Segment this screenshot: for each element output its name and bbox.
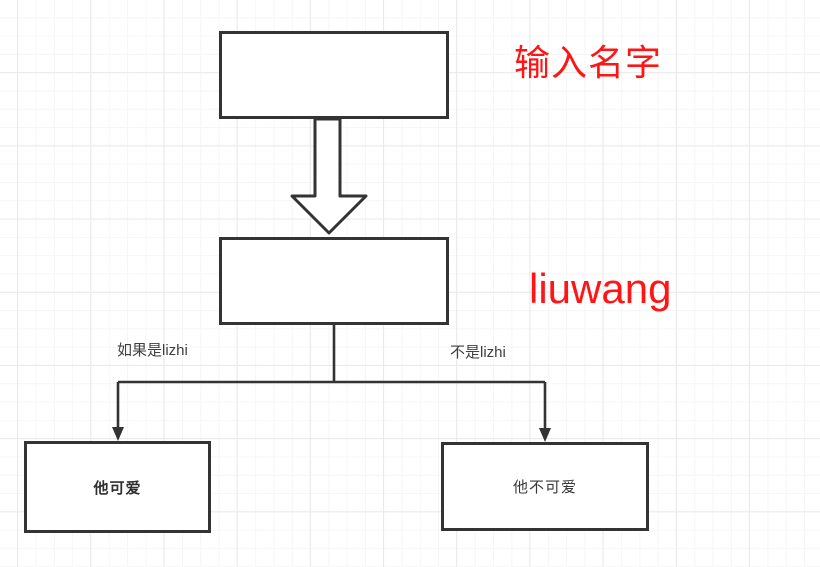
result-node-not-cute[interactable]: 他不可爱	[441, 442, 649, 531]
annotation-input-name[interactable]: 输入名字	[514, 42, 663, 83]
annotation-liuwang[interactable]: liuwang	[529, 265, 672, 312]
result-node-not-cute-label: 他不可爱	[512, 479, 577, 496]
edge-label-not-lizhi[interactable]: 不是lizhi	[450, 344, 506, 361]
edge-label-if-lizhi[interactable]: 如果是lizhi	[117, 342, 188, 359]
arrowhead-left-icon	[112, 427, 124, 441]
down-block-arrow-icon[interactable]	[290, 117, 368, 235]
arrowhead-right-icon	[539, 428, 551, 442]
branch-connector-line[interactable]	[116, 324, 547, 430]
input-node[interactable]	[219, 31, 449, 119]
process-node[interactable]	[219, 237, 449, 325]
result-node-cute-label: 他可爱	[93, 479, 142, 497]
result-node-cute[interactable]: 他可爱	[24, 441, 211, 533]
